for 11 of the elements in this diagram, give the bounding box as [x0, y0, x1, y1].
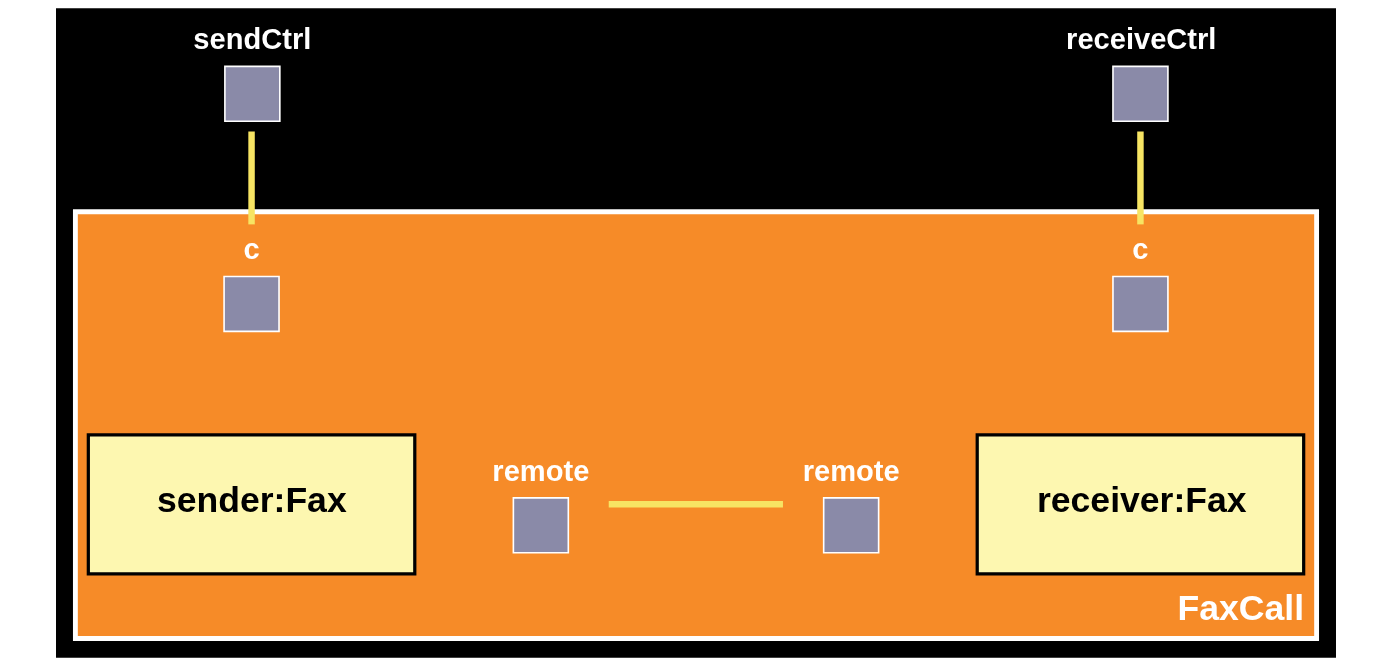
node-label: c	[1131, 233, 1149, 266]
node-label: c	[242, 233, 260, 266]
connector	[608, 501, 783, 508]
connector	[247, 131, 255, 225]
node-label: remote	[802, 454, 900, 487]
node-label: sendCtrl	[192, 23, 311, 56]
node-box: sender:Fax	[86, 433, 416, 576]
node-label: remote	[491, 454, 589, 487]
node-label: receiveCtrl	[1065, 23, 1216, 56]
connector	[1136, 131, 1144, 225]
node-box: receiver:Fax	[975, 433, 1305, 576]
